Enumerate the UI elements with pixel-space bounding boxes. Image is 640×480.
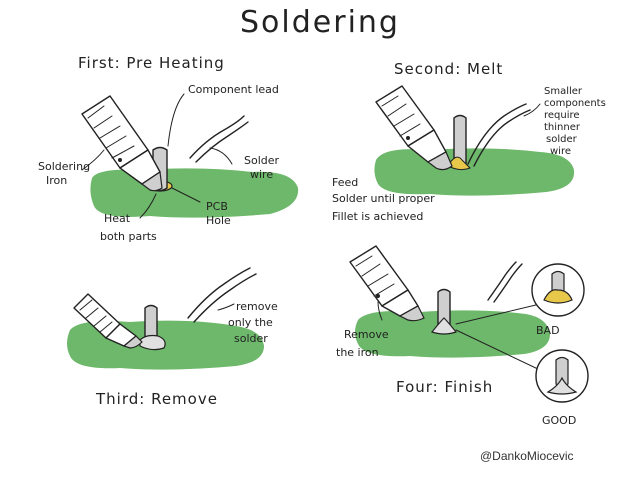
label-smaller-line3: require [544,110,580,121]
label-bad: BAD [536,324,560,337]
label-smaller-line4: thinner [544,122,581,133]
label-pcb-hole-line1: PCB [206,200,228,213]
bad-joint-example [532,264,584,316]
label-heat-line2: both parts [100,230,157,243]
pcb-board-2 [374,148,574,195]
panel-second-melt: Second: Melt Smaller components require … [332,60,606,223]
good-joint-example [536,350,588,402]
label-component-lead: Component lead [188,83,279,96]
label-remove-solder-line3: solder [234,332,268,345]
label-feed-line2: Solder until proper [332,192,435,205]
solder-wire-1 [190,116,244,158]
label-heat-line1: Heat [104,212,131,225]
component-lead-3 [145,306,157,341]
heading-fourth: Four: Finish [396,378,493,396]
label-feed-line3: Fillet is achieved [332,210,423,223]
heading-third: Third: Remove [95,390,218,408]
label-smaller-line5: solder [546,134,578,145]
label-smaller-line1: Smaller [544,86,583,97]
label-solder-wire-line2: wire [250,168,273,181]
label-soldering-iron-line2: Iron [46,174,67,187]
panel-fourth-finish: Four: Finish BAD [336,246,588,427]
label-remove-iron-line1: Remove [344,328,389,341]
panel-third-remove: Third: Remove remove only the solder [67,268,278,408]
label-pcb-hole-line2: Hole [206,214,231,227]
label-smaller-line2: components [544,98,606,109]
label-remove-iron-line2: the iron [336,346,379,359]
panel-first-preheating: First: Pre Heating Component lead Solder… [38,54,298,243]
heading-first: First: Pre Heating [78,54,225,72]
label-feed-line1: Feed [332,176,358,189]
heading-second: Second: Melt [394,60,503,78]
author-credit: @DankoMiocevic [480,449,574,463]
label-soldering-iron-line1: Soldering [38,160,90,173]
label-remove-solder-line2: only the [228,316,273,329]
label-good: GOOD [542,414,576,427]
solder-fillet-3 [140,336,165,350]
diagram-title: Soldering [240,5,400,40]
label-smaller-line6: wire [550,146,571,157]
label-remove-solder-line1: remove [236,300,278,313]
label-solder-wire-line1: Solder [244,154,280,167]
solder-wire-4 [488,262,516,300]
soldering-iron-4 [350,246,424,321]
